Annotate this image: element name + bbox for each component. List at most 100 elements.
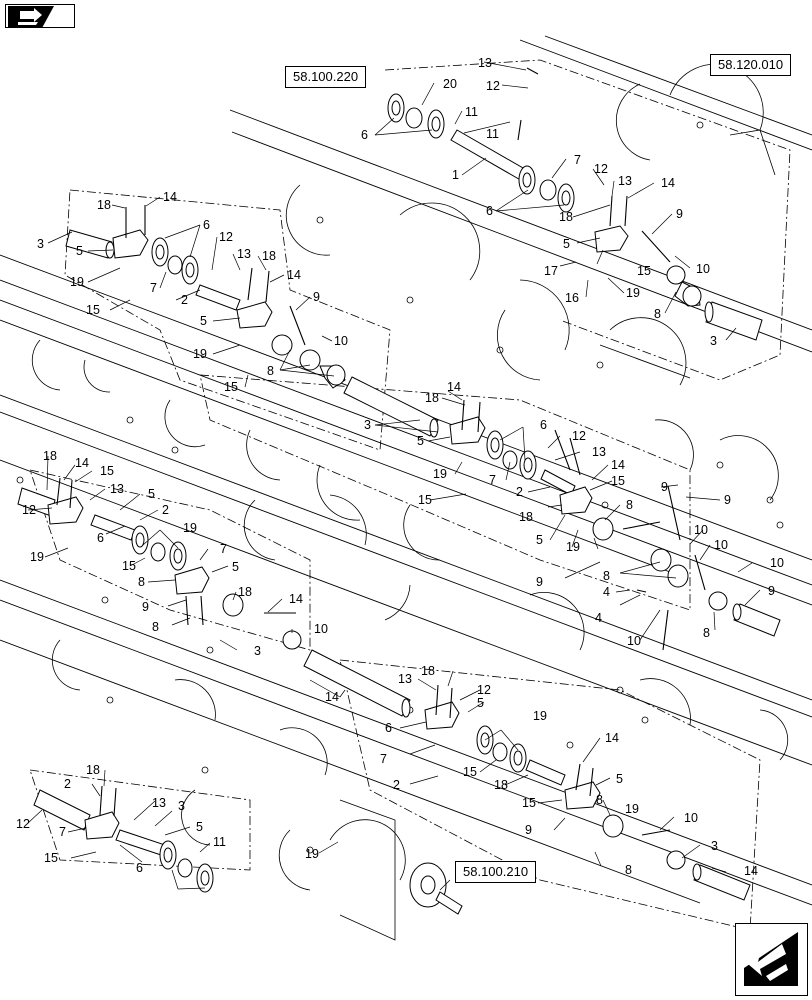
callout: 15: [463, 765, 477, 779]
callout: 8: [152, 620, 159, 634]
auger-housing-a: [229, 35, 812, 379]
callout: 2: [64, 777, 71, 791]
callout: 3: [178, 799, 185, 813]
callout: 10: [696, 262, 710, 276]
callout: 14: [605, 731, 619, 745]
callout: 15: [637, 264, 651, 278]
book-arrow-icon: [744, 932, 798, 986]
shaft-3-lower-middle: [303, 649, 411, 718]
callout: 16: [565, 291, 579, 305]
callout: 8: [654, 307, 661, 321]
callout: 14: [289, 592, 303, 606]
callout: 18: [262, 249, 276, 263]
callout-labels: 13 12 20 11 6 11 1 7 12 13 14 6 18 9 5 1…: [16, 56, 784, 878]
callout: 14: [163, 190, 177, 204]
callout: 12: [16, 817, 30, 831]
callout: 15: [418, 493, 432, 507]
callout: 9: [661, 480, 668, 494]
callout: 12: [477, 683, 491, 697]
callout: 12: [219, 230, 233, 244]
callout: 10: [627, 634, 641, 648]
callout: 5: [148, 487, 155, 501]
next-page-button[interactable]: [735, 923, 808, 996]
callout: 2: [181, 293, 188, 307]
callout: 5: [76, 244, 83, 258]
callout: 7: [380, 752, 387, 766]
callout: 10: [714, 538, 728, 552]
reference-box-bottom[interactable]: 58.100.210: [455, 861, 537, 883]
callout: 9: [313, 290, 320, 304]
callout: 8: [603, 569, 610, 583]
shaft-3-upper-right: [704, 301, 763, 341]
callout: 6: [486, 204, 493, 218]
callout: 19: [566, 540, 580, 554]
callout: 15: [122, 559, 136, 573]
shaft-3-upper-left: [65, 229, 115, 259]
callout: 9: [525, 823, 532, 837]
callout: 3: [711, 839, 718, 853]
callout: 18: [238, 585, 252, 599]
callout: 5: [563, 237, 570, 251]
shafts: [17, 129, 781, 901]
callout: 13: [478, 56, 492, 70]
callout: 9: [724, 493, 731, 507]
callout: 5: [616, 772, 623, 786]
callout: 11: [465, 105, 478, 119]
callout: 14: [744, 864, 758, 878]
callout: 3: [37, 237, 44, 251]
callout: 14: [287, 268, 301, 282]
callout: 6: [203, 218, 210, 232]
callout: 10: [694, 523, 708, 537]
callout: 5: [232, 560, 239, 574]
auger-flighting: [31, 63, 789, 941]
callout: 9: [142, 600, 149, 614]
callout: 15: [44, 851, 58, 865]
callout: 18: [519, 510, 533, 524]
callout: 11: [213, 835, 226, 849]
reference-box-right[interactable]: 58.120.010: [710, 54, 792, 76]
callout: 15: [522, 796, 536, 810]
callout: 20: [443, 77, 457, 91]
callout: 2: [393, 778, 400, 792]
callout: 19: [183, 521, 197, 535]
callout: 15: [86, 303, 100, 317]
callout: 7: [150, 281, 157, 295]
callout: 7: [220, 542, 227, 556]
callout: 15: [611, 474, 625, 488]
callout: 14: [325, 690, 339, 704]
callout: 11: [486, 127, 499, 141]
callout: 10: [334, 334, 348, 348]
callout: 8: [626, 498, 633, 512]
callout: 19: [533, 709, 547, 723]
callout: 12: [594, 162, 608, 176]
callout: 12: [22, 503, 36, 517]
callout: 15: [224, 380, 238, 394]
callout: 19: [70, 275, 84, 289]
callout: 19: [30, 550, 44, 564]
drive-hub: [409, 862, 463, 915]
callout: 8: [138, 575, 145, 589]
reference-box-top[interactable]: 58.100.220: [285, 66, 367, 88]
callout: 12: [486, 79, 500, 93]
callout: 13: [152, 796, 166, 810]
callout: 7: [59, 825, 66, 839]
callout: 6: [97, 531, 104, 545]
callout: 8: [625, 863, 632, 877]
callout: 18: [86, 763, 100, 777]
callout: 13: [618, 174, 632, 188]
callout: 4: [595, 611, 602, 625]
callout: 19: [193, 347, 207, 361]
callout: 1: [452, 168, 459, 182]
callout: 14: [447, 380, 461, 394]
callout: 13: [237, 247, 251, 261]
couplers: [222, 265, 728, 870]
previous-page-button[interactable]: [5, 4, 75, 28]
callout: 13: [110, 482, 124, 496]
shaft-3-bottom-left: [33, 789, 91, 831]
callout: 6: [136, 861, 143, 875]
callout: 18: [425, 391, 439, 405]
auger-housing-d: [0, 579, 812, 906]
callout: 13: [398, 672, 412, 686]
callout: 5: [200, 314, 207, 328]
